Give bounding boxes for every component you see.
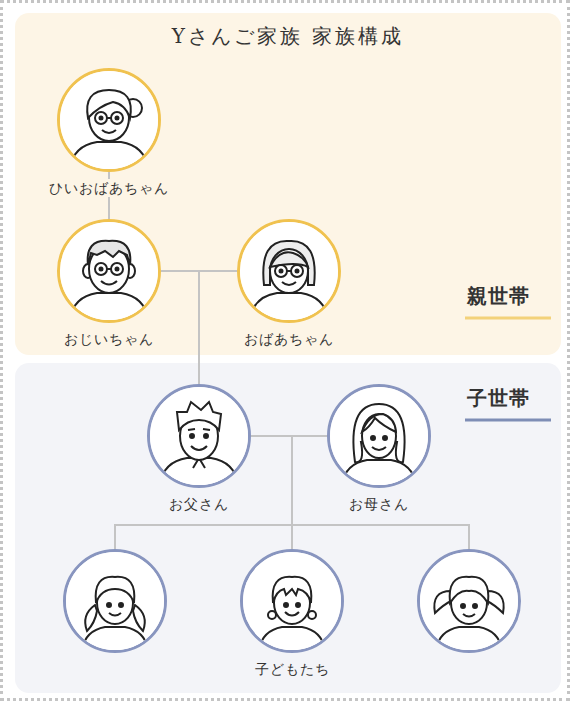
person-name: おじいちゃん [60,330,158,348]
diagram-title: Yさんご家族 家族構成 [3,23,570,50]
person-name: お母さん [345,495,413,513]
family-line [292,436,327,549]
band-underline [465,317,551,320]
father-figure [147,384,251,490]
illustration [3,3,570,701]
family-line [115,436,292,549]
family-line [251,436,292,549]
mother-figure [327,384,431,490]
great-grandmother-figure [57,68,161,174]
child-figure [417,549,521,655]
person-name: おばあちゃん [240,330,338,348]
person-name: お父さん [165,495,233,513]
person-name: 子どもたち [251,660,334,678]
family-line [115,436,327,549]
family-line [251,436,469,549]
family-line [108,172,110,219]
person-name: ひいおばあちゃん [45,179,173,197]
band-label: 親世帯 [467,283,530,310]
child-figure [240,549,344,655]
grandmother-figure [237,219,341,325]
family-line [292,436,469,549]
connector-layer [3,3,570,701]
band-label: 子世帯 [467,385,530,412]
child-figure [63,549,167,655]
family-line [199,271,237,384]
grandfather-figure [57,219,161,325]
family-line [161,271,199,384]
band-underline [465,419,551,422]
